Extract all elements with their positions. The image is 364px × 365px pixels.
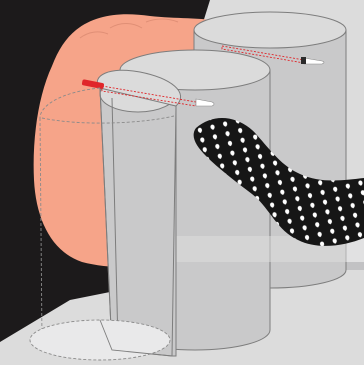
- front-cylinder-core: [97, 70, 180, 356]
